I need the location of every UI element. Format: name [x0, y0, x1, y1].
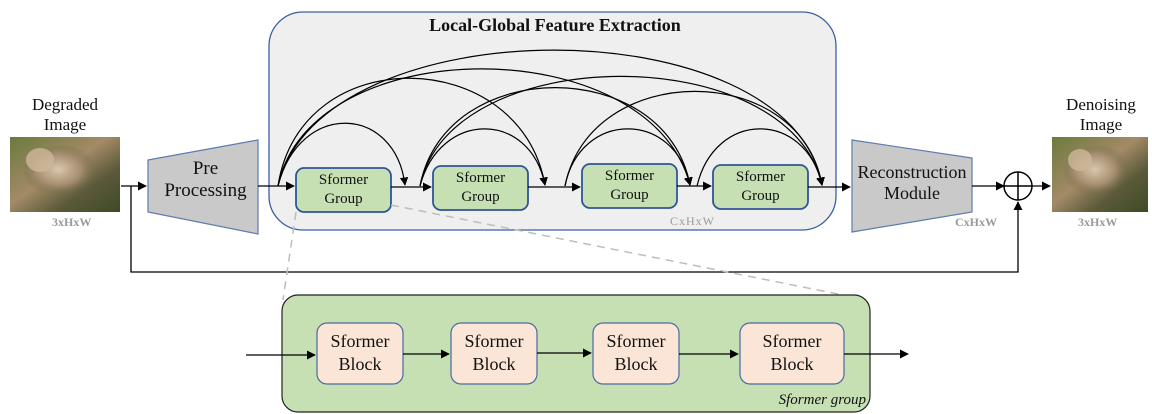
- output-image: [1052, 137, 1148, 212]
- block-label-line1: Sformer: [330, 331, 390, 351]
- sformer-group-label: Sformer Group: [713, 168, 808, 206]
- global-residual-arrow: [130, 186, 1023, 273]
- sformer-block-label: Sformer Block: [451, 330, 537, 377]
- group-label-line2: Group: [610, 186, 649, 203]
- pre-processing-line1: Pre: [192, 158, 219, 179]
- feature-dim: CxHxW: [670, 214, 715, 228]
- block-flow-arrows: [246, 348, 909, 360]
- block-label-line2: Block: [338, 354, 382, 375]
- output-dim: 3xHxW: [1078, 215, 1118, 229]
- pre-processing-line2: Processing: [164, 179, 247, 201]
- input-dim: 3xHxW: [52, 215, 92, 229]
- reconstruction-block: [851, 139, 973, 233]
- sformer-block-label: Sformer Block: [317, 330, 403, 377]
- pre-processing-label: Pre Processing: [148, 158, 263, 202]
- block-label-line2: Block: [614, 354, 658, 375]
- input-label: Degraded Image: [0, 95, 130, 134]
- group-label-line2: Group: [741, 187, 780, 204]
- zoom-dashed-lines: [282, 204, 869, 301]
- reconstruction-line1: Reconstruction: [857, 162, 967, 182]
- block-label-line2: Block: [472, 354, 516, 375]
- sformer-group-label: Sformer Group: [433, 169, 528, 207]
- sformer-group-label: Sformer Group: [582, 167, 677, 205]
- output-label-line1: Denoising: [1066, 95, 1136, 114]
- group-label-line1: Sformer: [735, 169, 786, 185]
- reconstruction-label: Reconstruction Module: [848, 162, 976, 203]
- sformer-group-box: [295, 167, 392, 213]
- sformer-block-label: Sformer Block: [740, 330, 844, 377]
- detail-caption: Sformer group: [778, 392, 866, 408]
- sformer-group-box: [432, 165, 529, 211]
- input-label-line1: Degraded: [31, 95, 99, 114]
- group-label-line2: Group: [461, 188, 500, 205]
- add-operator-icon: [1003, 171, 1033, 201]
- diagram-title: Local-Global Feature Extraction: [429, 15, 681, 35]
- sformer-group-label: Sformer Group: [296, 171, 391, 209]
- input-label-line2: Image: [43, 114, 87, 134]
- group-label-line1: Sformer: [604, 168, 655, 184]
- block-label-line1: Sformer: [606, 331, 666, 351]
- group-label-line2: Group: [324, 190, 363, 207]
- reconstruction-dim: CxHxW: [955, 215, 997, 229]
- input-image: [10, 137, 120, 212]
- output-label-line2: Image: [1079, 114, 1123, 134]
- sformer-block-label: Sformer Block: [593, 330, 679, 377]
- group-label-line1: Sformer: [318, 172, 369, 188]
- reconstruction-line2: Module: [884, 182, 940, 203]
- skip-connection-arcs: [277, 49, 825, 187]
- block-label-line1: Sformer: [464, 331, 524, 351]
- pre-processing-block: [147, 139, 259, 235]
- block-label-line2: Block: [770, 354, 814, 375]
- output-label: Denoising Image: [1046, 95, 1152, 134]
- main-flow-arrows: [121, 181, 1051, 192]
- group-label-line1: Sformer: [455, 170, 506, 186]
- block-label-line1: Sformer: [762, 331, 822, 351]
- extraction-container: [268, 11, 837, 231]
